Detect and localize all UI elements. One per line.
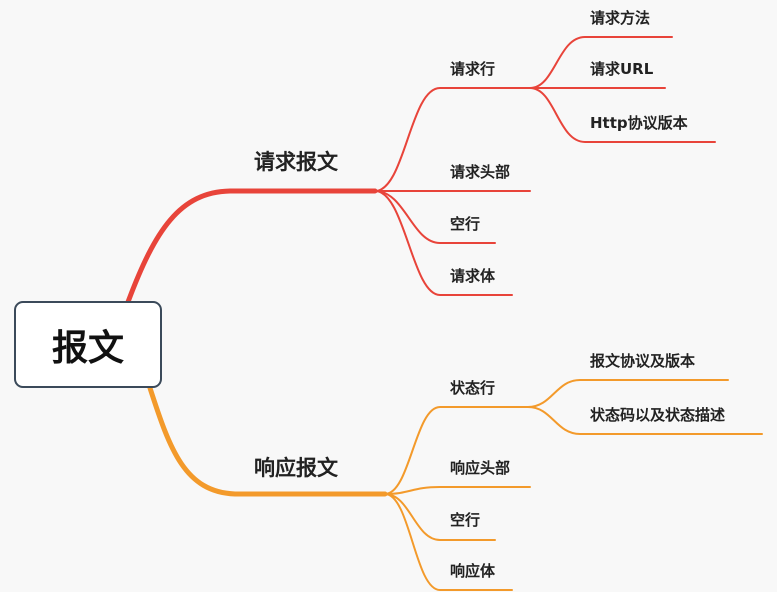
connector-status-code [527,406,763,435]
leaf-request-url[interactable]: 请求URL [590,60,654,78]
leaf-http-version[interactable]: Http协议版本 [590,114,688,132]
connector-response-header [384,486,531,495]
node-request-line[interactable]: 请求行 [450,60,496,78]
branch-response-message[interactable]: 响应报文 [254,456,338,480]
connector-protocol-version [527,379,729,408]
connector-status-line [384,406,529,495]
root-node-label: 报文 [51,327,124,369]
leaf-status-code-description[interactable]: 状态码以及状态描述 [590,406,726,424]
node-request-blank-line[interactable]: 空行 [450,215,481,233]
connector-root-to-response [147,385,388,497]
connector-request-line [374,87,531,192]
connector-http-version [529,87,716,143]
connector-root-to-request [125,188,378,305]
leaf-protocol-version[interactable]: 报文协议及版本 [590,352,696,370]
node-request-body[interactable]: 请求体 [450,267,496,285]
node-response-blank-line[interactable]: 空行 [450,511,481,529]
leaf-request-method[interactable]: 请求方法 [590,9,651,27]
node-request-header[interactable]: 请求头部 [450,163,511,181]
root-node[interactable]: 报文 [14,301,162,388]
branch-request-message[interactable]: 请求报文 [254,150,338,174]
connector-request-method [529,36,673,89]
connector-response-body [384,493,513,591]
connector-response-blank [384,493,496,541]
node-response-header[interactable]: 响应头部 [450,459,511,477]
node-response-body[interactable]: 响应体 [450,562,496,580]
node-status-line[interactable]: 状态行 [450,379,496,397]
connector-request-body [374,190,513,296]
connector-request-blank [374,190,496,244]
